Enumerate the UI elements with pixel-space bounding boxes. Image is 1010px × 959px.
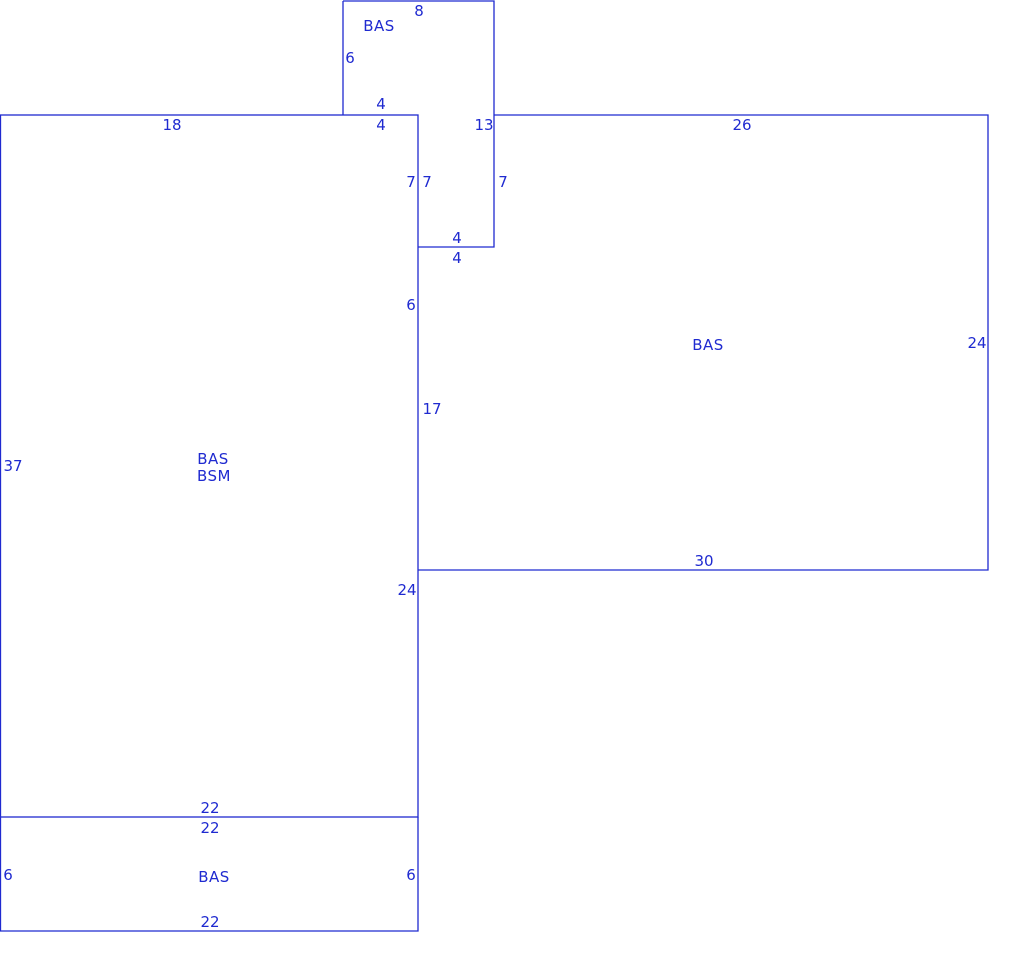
dimension-label: 4 [376,95,386,113]
bottom-bas-label: BAS [198,868,230,886]
left-bsm-label: BSM [197,467,231,485]
top-bas-label: BAS [363,17,395,35]
dimension-label: 30 [694,552,713,570]
dimension-label: 24 [397,581,416,599]
dimension-label: 7 [422,173,432,191]
dimension-label: 17 [422,400,441,418]
dimension-label: 4 [376,116,386,134]
dimension-label: 7 [498,173,508,191]
dimension-label: 13 [474,116,493,134]
dimension-label: 22 [200,819,219,837]
dimension-label: 6 [406,296,416,314]
dimension-label: 37 [3,457,22,475]
top-bas-outline [342,0,495,248]
dimension-label: 8 [414,2,424,20]
left-bas-label: BAS [197,450,229,468]
dimension-label: 22 [200,799,219,817]
dimension-label: 4 [452,249,462,267]
right-bas-outline [418,114,989,571]
dimension-label: 6 [3,866,13,884]
right-bas-label: BAS [692,336,724,354]
dimension-label: 6 [406,866,416,884]
dimension-label: 26 [732,116,751,134]
dimension-label: 6 [345,49,355,67]
dimension-label: 7 [406,173,416,191]
dimension-label: 4 [452,229,462,247]
dimension-label: 22 [200,913,219,931]
dimension-label: 18 [162,116,181,134]
bottom-bas-outline [0,817,419,932]
left-bas-bsm-outline [0,114,419,818]
dimension-label: 24 [967,334,986,352]
